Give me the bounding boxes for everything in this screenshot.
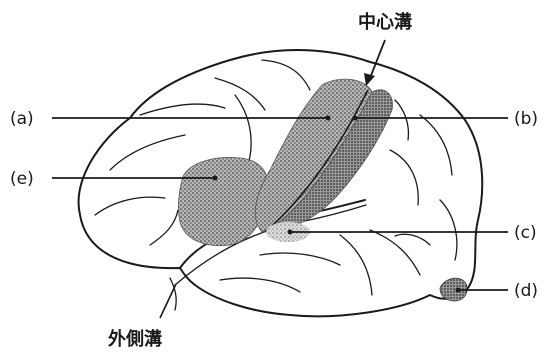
- lateral-sulcus-pointer: [160, 284, 176, 318]
- label-b: (b): [514, 109, 538, 129]
- label-e: (e): [10, 169, 34, 189]
- leader-d-dot: [456, 288, 461, 293]
- label-c: (c): [514, 223, 537, 243]
- region-e: [179, 157, 269, 245]
- label-a: (a): [10, 109, 34, 129]
- leader-a-dot: [326, 116, 331, 121]
- label-d: (d): [514, 281, 538, 301]
- leader-c-dot: [288, 230, 293, 235]
- leader-b-dot: [353, 116, 358, 121]
- central-sulcus-label: 中心溝: [358, 11, 412, 33]
- lateral-sulcus-label: 外側溝: [108, 328, 162, 350]
- leader-e-dot: [213, 176, 218, 181]
